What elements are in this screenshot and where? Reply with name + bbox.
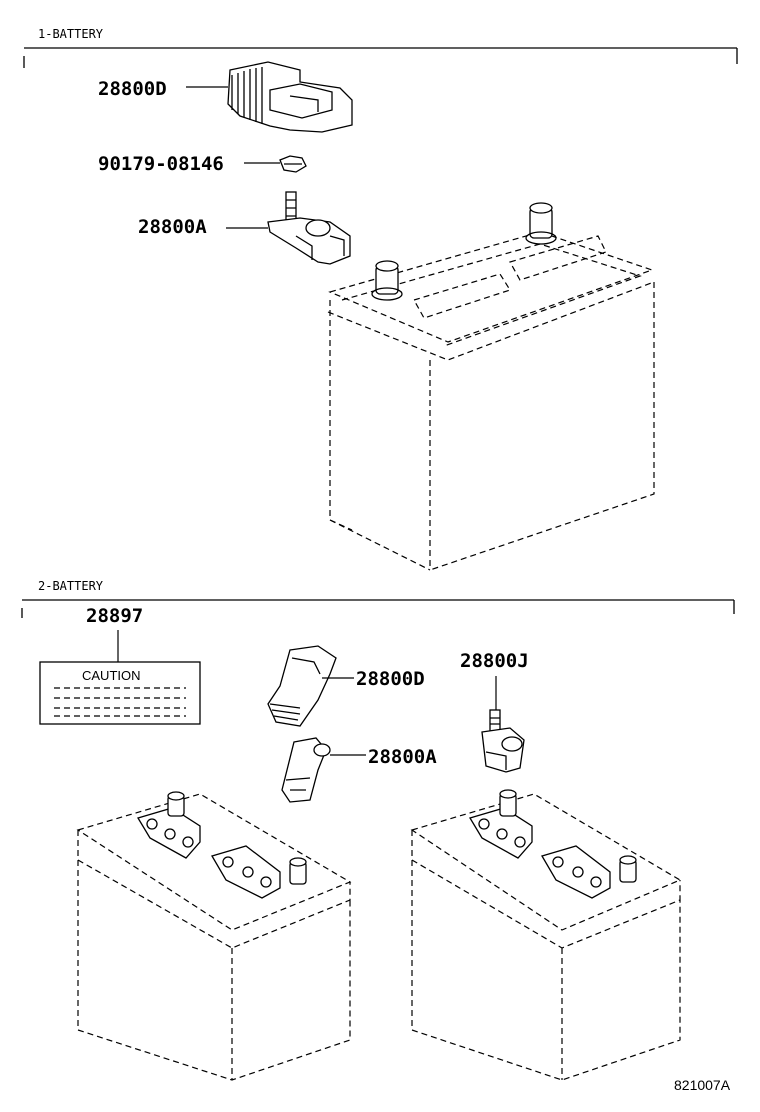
section-2-bracket: [21, 599, 735, 618]
s2-battery-right: [410, 789, 682, 1081]
diagram-code: 821007A: [674, 1077, 731, 1093]
s2-cover-part: [267, 645, 337, 727]
s1-cover-part: [227, 61, 353, 133]
section-1-title: 1-BATTERY: [38, 27, 104, 41]
s1-terminal-part: [267, 191, 351, 265]
section-2-title: 2-BATTERY: [38, 579, 104, 593]
s2-cover-label: 28800D: [356, 668, 425, 690]
section-1-bracket: [23, 47, 738, 68]
s1-cover-label: 28800D: [98, 78, 167, 100]
s2-battery-left: [76, 791, 352, 1081]
s1-terminal-label: 28800A: [138, 216, 207, 238]
s2-terminal-j-part: [481, 709, 525, 773]
s2-terminal-a-part: [281, 737, 331, 803]
s1-battery: [327, 202, 655, 571]
s2-label-label: 28897: [86, 605, 143, 627]
s2-caution-label-part: CAUTION: [39, 661, 201, 725]
section-2-header: 2-BATTERY: [21, 579, 735, 618]
section-1-header: 1-BATTERY: [23, 27, 738, 68]
s1-nut-label: 90179-08146: [98, 153, 224, 175]
s2-terminal-a-label: 28800A: [368, 746, 437, 768]
caution-text: CAUTION: [82, 668, 141, 683]
s2-terminal-j-label: 28800J: [460, 650, 529, 672]
s1-nut-part: [279, 155, 307, 173]
